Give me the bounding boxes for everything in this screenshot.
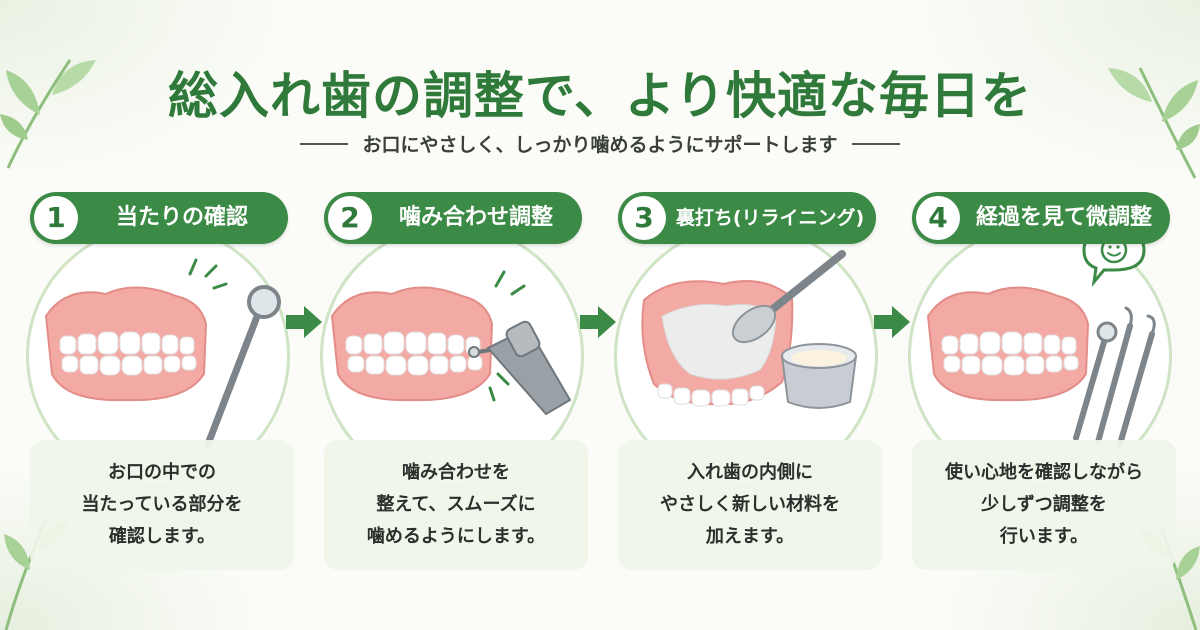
step-4-desc-line-1: 使い心地を確認しながら <box>945 462 1143 483</box>
subtitle: お口にやさしく、しっかり噛めるようにサポートします <box>362 134 838 156</box>
step-4-illustration <box>926 228 1156 447</box>
leaf-decoration-top-left-icon <box>0 59 96 169</box>
step-4-description: 使い心地を確認しながら 少しずつ調整を 行います。 <box>912 440 1176 570</box>
arrow-right-icon <box>286 306 322 338</box>
step-1-number: 1 <box>34 196 78 240</box>
denture-base-icon <box>641 280 794 407</box>
step-3-desc-line-1: 入れ歯の内側に <box>687 462 813 483</box>
subtitle-line-right <box>851 142 900 145</box>
step-3-desc-line-3: 加えます。 <box>705 526 795 547</box>
step-3-label: 裏打ち(リライニング) <box>675 207 865 229</box>
step-1-desc-line-1: お口の中での <box>107 462 216 483</box>
dental-drill-icon <box>468 270 572 416</box>
step-4-desc-line-3: 行います。 <box>999 526 1089 547</box>
step-4-label: 経過を見て微調整 <box>975 205 1152 230</box>
step-3-desc-line-2: やさしく新しい材料を <box>660 494 840 515</box>
step-2-description: 噛み合わせを 整えて、スムーズに 噛めるようにします。 <box>324 440 588 570</box>
step-3: 3 裏打ち(リライニング) 入れ歯の内側に やさしく新しい材料を 加えます。 <box>612 188 888 580</box>
step-4: 4 経過を見て微調整 使い心地を確認しながら 少しずつ調整を 行います。 <box>906 188 1182 580</box>
step-2-header: 2 噛み合わせ調整 <box>324 192 582 244</box>
dental-mirror-icon <box>188 258 281 448</box>
subtitle-line-left <box>300 142 349 145</box>
spatula-icon <box>731 250 846 344</box>
denture-icon <box>44 286 208 402</box>
step-3-number: 3 <box>622 196 666 240</box>
step-1-illustration <box>44 258 281 448</box>
step-1-header: 1 当たりの確認 <box>30 192 288 244</box>
leaf-decoration-top-right-icon <box>1108 67 1200 179</box>
step-3-description: 入れ歯の内側に やさしく新しい材料を 加えます。 <box>618 440 882 570</box>
step-2-number: 2 <box>328 196 372 240</box>
step-2-desc-line-3: 噛めるようにします。 <box>366 526 546 547</box>
step-1: 1 当たりの確認 お口の中での 当たっている部分を 確認します。 <box>24 188 300 580</box>
step-3-illustration <box>641 250 858 409</box>
step-2: 2 噛み合わせ調整 噛み合わせを 整えて、スムーズに 噛めるようにします。 <box>318 188 594 580</box>
step-4-desc-line-2: 少しずつ調整を <box>981 494 1107 515</box>
step-4-header: 4 経過を見て微調整 <box>912 192 1170 244</box>
subtitle-row: お口にやさしく、しっかり噛めるようにサポートします <box>0 130 1200 157</box>
step-4-number: 4 <box>916 196 960 240</box>
step-2-desc-line-1: 噛み合わせを <box>401 462 510 483</box>
material-cup-icon <box>780 343 858 409</box>
step-2-illustration <box>330 270 572 416</box>
page-title: 総入れ歯の調整で、より快適な毎日を <box>168 67 1032 125</box>
denture-icon <box>926 286 1090 402</box>
step-1-desc-line-3: 確認します。 <box>108 526 216 547</box>
step-1-label: 当たりの確認 <box>115 205 248 230</box>
step-2-desc-line-2: 整えて、スムーズに <box>376 494 536 515</box>
arrow-right-icon <box>874 306 910 338</box>
step-2-label: 噛み合わせ調整 <box>398 205 553 230</box>
step-3-header: 3 裏打ち(リライニング) <box>618 192 876 244</box>
step-1-desc-line-2: 当たっている部分を <box>81 494 243 515</box>
arrow-right-icon <box>580 306 616 338</box>
dental-tools-icon <box>1073 306 1156 447</box>
step-1-description: お口の中での 当たっている部分を 確認します。 <box>30 440 294 570</box>
denture-icon <box>330 286 494 402</box>
